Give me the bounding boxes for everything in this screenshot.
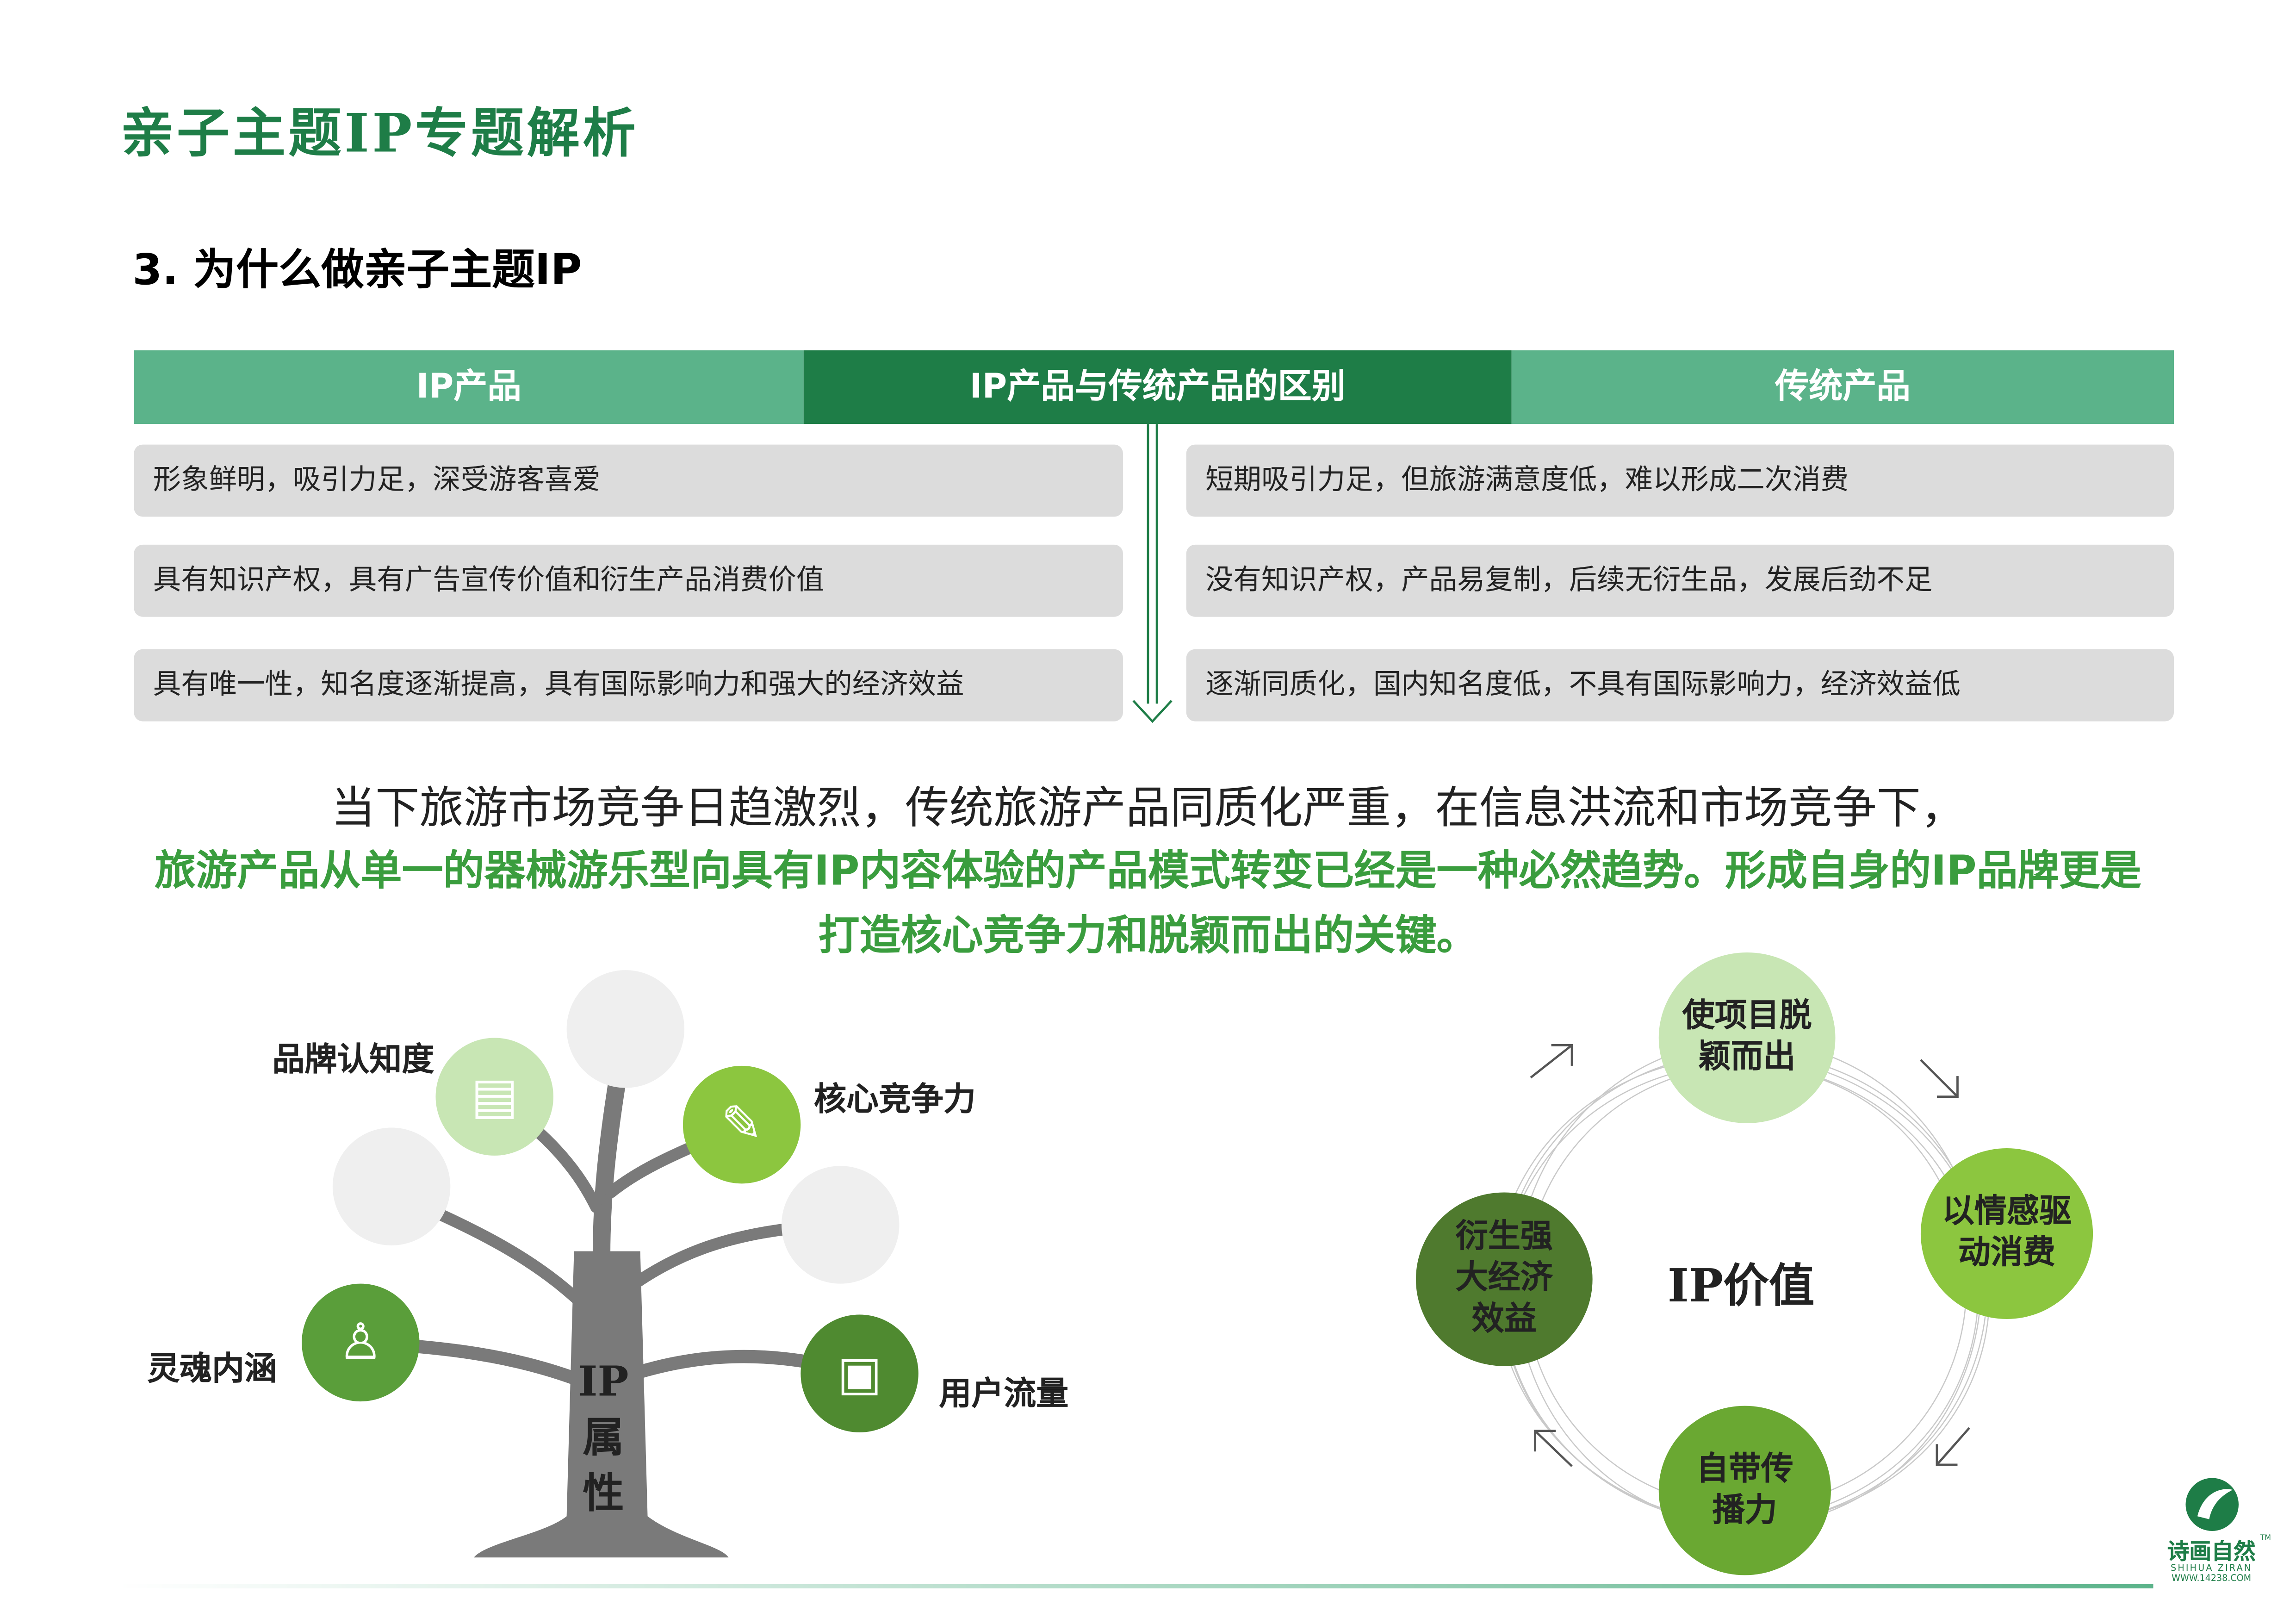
brand-logo: 诗画自然 SHIHUA ZIRAN WWW.14238.COM TM [2149,1475,2274,1584]
logo-tm: TM [2260,1534,2271,1543]
document-icon: ▤ [435,1038,553,1156]
trunk-label-shu: 属 [583,1413,624,1462]
cycle-text: 播力 [1712,1492,1777,1529]
header-traditional: 传统产品 [1511,350,2174,424]
logo-pinyin: SHIHUA ZIRAN [2171,1563,2253,1574]
traditional-row: 短期吸引力足，但旅游满意度低，难以形成二次消费 [1186,444,2174,517]
cycle-item-economy: 衍生强大经济效益 [1415,1192,1593,1366]
cycle-text: 动消费 [1958,1235,2055,1272]
paragraph-line-2: 旅游产品从单一的器械游乐型向具有IP内容体验的产品模式转变已经是一种必然趋势。形… [155,846,2141,895]
ip-row: 具有知识产权，具有广告宣传价值和衍生产品消费价值 [134,544,1123,617]
page-title: 亲子主题IP专题解析 [120,103,639,165]
arrow-icon [1920,1059,1959,1098]
paragraph-line-3: 打造核心竞争力和脱颖而出的关键。 [818,911,1478,960]
cycle-text: 自带传 [1696,1450,1793,1488]
logo-url: WWW.14238.COM [2172,1574,2252,1584]
section-title: 3. 为什么做亲子主题IP [132,244,582,295]
cycle-text: 大经济 [1455,1260,1553,1297]
cycle-center-label: IP价值 [1667,1260,1815,1313]
edit-icon: ✎ [683,1065,801,1184]
header-ip-product: IP产品 [134,350,804,424]
cycle-text: 效益 [1471,1301,1537,1338]
trunk-label-xing: 性 [583,1469,624,1518]
footer-line [118,1584,2153,1589]
lightbulb-person-icon: ♙ [302,1283,420,1402]
traditional-row: 没有知识产权，产品易复制，后续无衍生品，发展后劲不足 [1186,544,2174,617]
arrow-icon [1936,1427,1970,1466]
trunk-label-ip: IP [578,1357,629,1406]
tree-graphic [354,1021,866,1558]
logo-mark-icon [2184,1478,2238,1531]
cycle-text: 使项目脱 [1682,998,1812,1035]
header-difference: IP产品与传统产品的区别 [803,350,1512,424]
traditional-row: 逐渐同质化，国内知名度低，不具有国际影响力，经济效益低 [1186,649,2174,722]
branch-users-label: 用户流量 [939,1376,1069,1413]
trunk-label: IP 属 性 [577,1354,630,1522]
arrow-icon [1534,1430,1573,1467]
cycle-item-spread: 自带传播力 [1658,1406,1831,1575]
arrow-icon [1530,1044,1573,1079]
down-arrow-icon [1132,424,1173,723]
cycle-text: 衍生强 [1455,1219,1553,1256]
branch-soul-label: 灵魂内涵 [147,1351,277,1388]
id-card-icon: ▣ [800,1314,918,1432]
branch-core-label: 核心竞争力 [813,1082,976,1119]
paragraph-line-1: 当下旅游市场竞争日趋激烈，传统旅游产品同质化严重，在信息洪流和市场竞争下， [331,783,1965,835]
cycle-text: 以情感驱 [1942,1194,2072,1231]
cycle-item-emotion: 以情感驱动消费 [1920,1148,2093,1319]
branch-brand-label: 品牌认知度 [272,1042,434,1079]
empty-circle [566,970,685,1088]
empty-circle [332,1127,451,1245]
empty-circle [782,1166,900,1284]
ip-row: 具有唯一性，知名度逐渐提高，具有国际影响力和强大的经济效益 [134,649,1123,722]
logo-name: 诗画自然 [2167,1538,2256,1565]
ip-row: 形象鲜明，吸引力足，深受游客喜爱 [134,444,1123,517]
cycle-item-stand-out: 使项目脱颖而出 [1658,952,1836,1123]
cycle-text: 颖而出 [1698,1039,1796,1076]
